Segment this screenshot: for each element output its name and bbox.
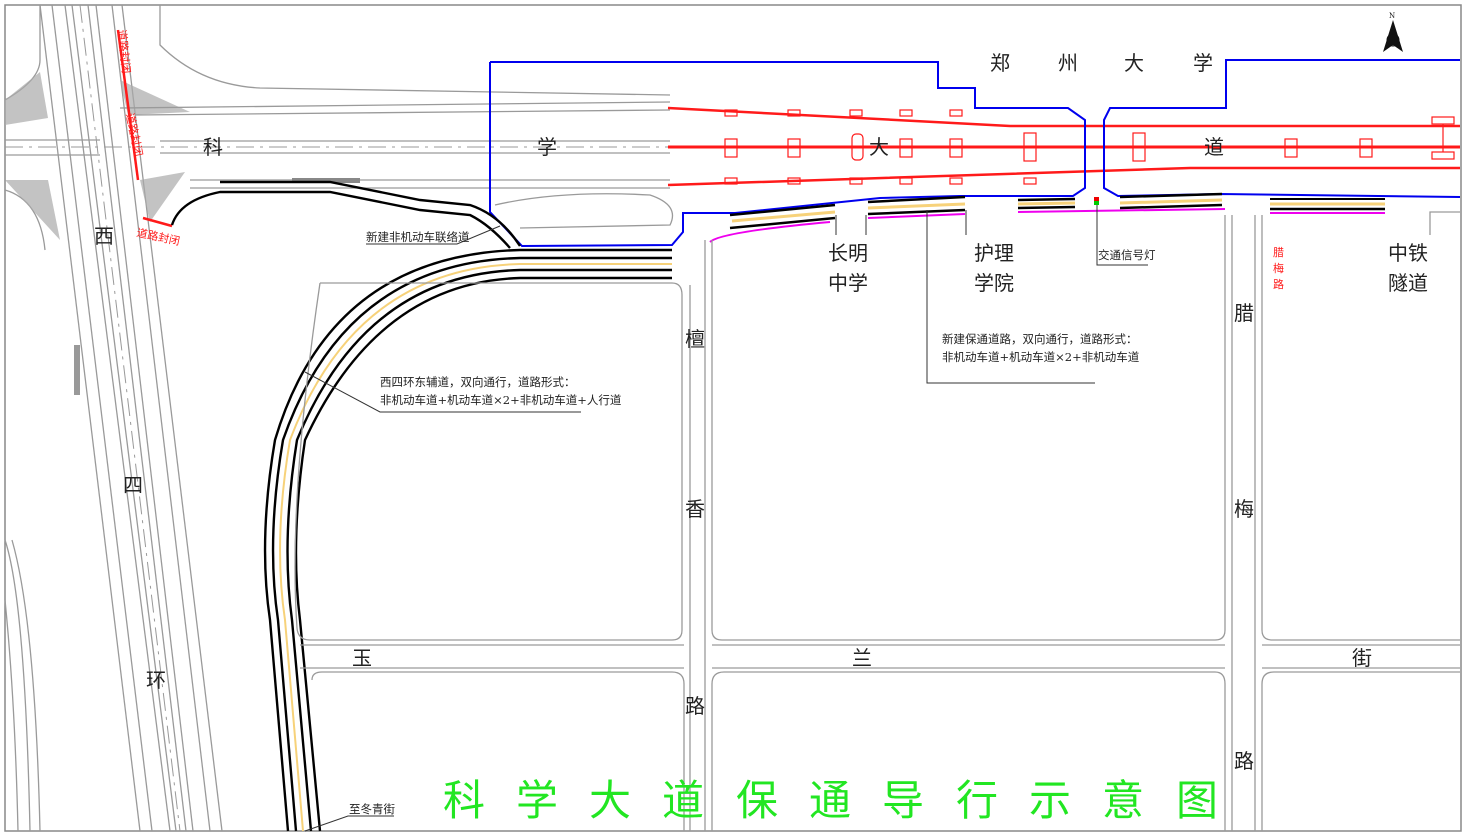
map-frame: [4, 4, 1462, 832]
svg-text:檀: 檀: [685, 327, 705, 351]
svg-text:香: 香: [685, 497, 705, 521]
west-ring-road: [4, 4, 223, 832]
nursing-college-label: 护理 学院: [974, 241, 1014, 295]
lamei-road-label: 腊 梅 路: [1234, 301, 1254, 773]
svg-text:道: 道: [1204, 135, 1224, 159]
lamei-road-red-label: 腊 梅 路: [1273, 246, 1284, 291]
svg-text:学: 学: [537, 135, 557, 159]
new-bike-link-label: 新建非机动车联络道: [366, 230, 470, 244]
svg-text:腊: 腊: [1273, 246, 1284, 259]
svg-text:郑: 郑: [990, 51, 1010, 75]
west-ring-label: 西 四 环: [94, 224, 166, 692]
svg-text:路: 路: [1273, 278, 1284, 291]
svg-text:兰: 兰: [852, 646, 872, 670]
leader-lines: [304, 205, 1148, 832]
svg-text:非机动车道+机动车道×2+非机动车道: 非机动车道+机动车道×2+非机动车道: [942, 350, 1140, 364]
svg-text:街: 街: [1352, 646, 1372, 670]
svg-text:西四环东辅道，双向通行，道路形式：: 西四环东辅道，双向通行，道路形式：: [380, 375, 576, 389]
svg-text:腊: 腊: [1234, 301, 1254, 325]
svg-text:新建保通道路，双向通行，道路形式：: 新建保通道路，双向通行，道路形式：: [942, 332, 1138, 346]
construction-zone: [116, 29, 1460, 228]
svg-text:环: 环: [146, 668, 166, 692]
svg-text:示: 示: [1029, 776, 1071, 825]
city-blocks: [294, 211, 1460, 831]
svg-text:路: 路: [1234, 749, 1254, 773]
svg-text:意: 意: [1102, 776, 1144, 825]
svg-text:梅: 梅: [1234, 497, 1254, 521]
svg-text:行: 行: [956, 776, 998, 825]
svg-text:西: 西: [94, 224, 114, 248]
svg-text:护理: 护理: [974, 241, 1014, 265]
yulan-street-label: 玉 兰 街: [352, 646, 1372, 670]
svg-text:大: 大: [1124, 51, 1144, 75]
science-avenue-west: [5, 5, 674, 229]
changming-school-label: 长明 中学: [828, 241, 868, 295]
svg-text:保: 保: [736, 776, 778, 825]
svg-text:学: 学: [516, 776, 558, 825]
science-avenue-label: 科 学 大 道: [203, 135, 1224, 159]
crec-tunnel-label: 中铁 隧道: [1388, 241, 1428, 295]
svg-text:路: 路: [685, 694, 705, 718]
temporary-lanes: [709, 192, 1385, 243]
svg-text:N: N: [1389, 12, 1395, 20]
svg-text:玉: 玉: [352, 646, 372, 670]
svg-text:大: 大: [589, 776, 631, 825]
svg-text:科: 科: [203, 135, 223, 159]
svg-text:导: 导: [882, 776, 924, 825]
svg-text:道: 道: [662, 776, 704, 825]
svg-text:州: 州: [1058, 51, 1078, 75]
tanxiang-road-label: 檀 香 路: [685, 327, 705, 718]
north-arrow-icon: N: [1383, 12, 1403, 52]
svg-text:学: 学: [1193, 51, 1213, 75]
svg-text:隧道: 隧道: [1388, 271, 1428, 295]
svg-text:梅: 梅: [1273, 261, 1284, 275]
svg-text:非机动车道+机动车道×2+非机动车道+人行道: 非机动车道+机动车道×2+非机动车道+人行道: [380, 393, 622, 407]
svg-text:四: 四: [123, 473, 143, 497]
svg-text:大: 大: [869, 135, 889, 159]
traffic-light-icon: [1094, 197, 1099, 205]
bypass-road: [170, 180, 672, 832]
svg-text:学院: 学院: [974, 271, 1014, 295]
svg-text:中铁: 中铁: [1388, 241, 1428, 265]
traffic-light-label: 交通信号灯: [1098, 248, 1156, 262]
svg-text:图: 图: [1176, 776, 1218, 825]
aux-road-note: 西四环东辅道，双向通行，道路形式： 非机动车道+机动车道×2+非机动车道+人行道: [380, 375, 622, 407]
svg-text:通: 通: [809, 776, 851, 825]
zhengzhou-university-label: 郑 州 大 学: [990, 51, 1213, 75]
new-road-note: 新建保通道路，双向通行，道路形式： 非机动车道+机动车道×2+非机动车道: [942, 332, 1140, 364]
to-dongqing-street-label: 至冬青街: [349, 802, 395, 816]
svg-text:中学: 中学: [828, 271, 868, 295]
svg-text:道路封闭: 道路封闭: [115, 29, 134, 74]
svg-text:科: 科: [443, 776, 485, 825]
svg-text:长明: 长明: [828, 241, 868, 265]
map-title: 科 学 大 道 保 通 导 行 示 意 图: [443, 776, 1218, 825]
